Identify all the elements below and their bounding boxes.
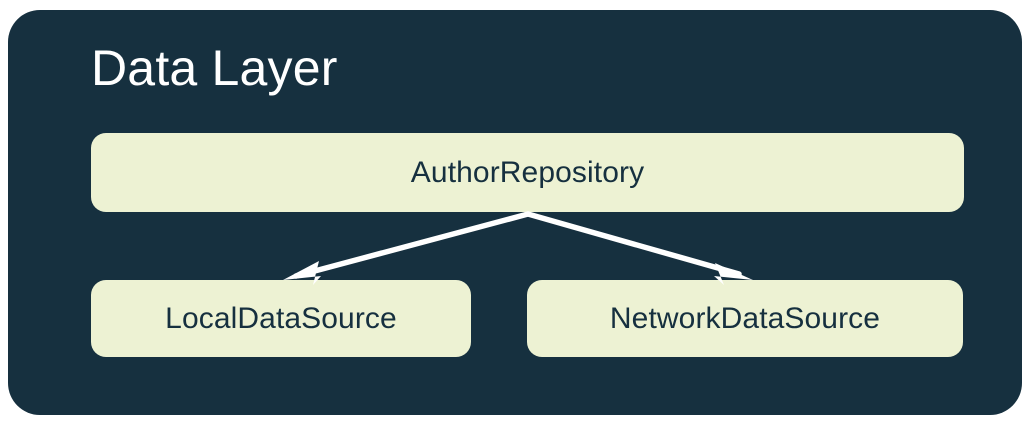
- node-author-repository[interactable]: AuthorRepository: [91, 133, 964, 212]
- connector-repository-to-local: [283, 211, 531, 285]
- page-title: Data Layer: [91, 40, 338, 96]
- connector-line-repository-to-network: [525, 211, 742, 277]
- node-local-data-source-label: LocalDataSource: [165, 301, 397, 335]
- data-layer-card: Data Layer AuthorRepository LocalDataSou…: [8, 10, 1022, 415]
- connector-repository-to-network: [525, 211, 753, 285]
- connector-line-repository-to-local: [293, 211, 531, 279]
- node-network-data-source[interactable]: NetworkDataSource: [527, 280, 963, 357]
- node-local-data-source[interactable]: LocalDataSource: [91, 280, 471, 357]
- node-author-repository-label: AuthorRepository: [410, 155, 645, 189]
- node-network-data-source-label: NetworkDataSource: [609, 301, 881, 335]
- diagram-root: Data Layer AuthorRepository LocalDataSou…: [8, 10, 1022, 415]
